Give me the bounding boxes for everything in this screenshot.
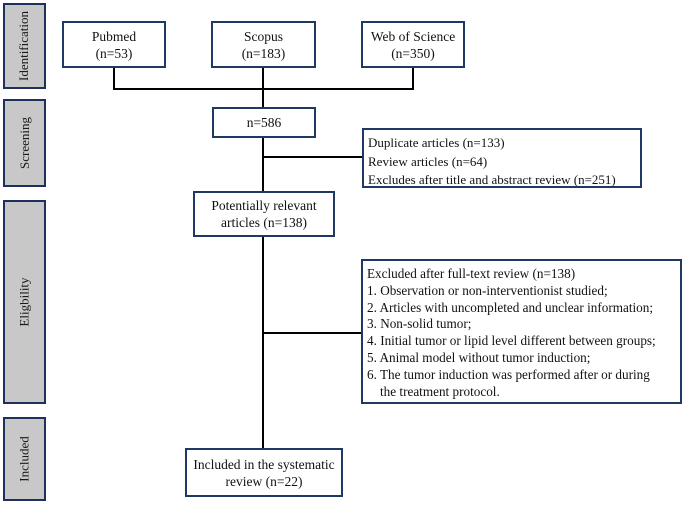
stage-screening-label: Screening — [16, 117, 32, 169]
fulltext-exclusion-item: 4. Initial tumor or lipid level differen… — [367, 333, 656, 349]
included-line1: Included in the systematic — [193, 456, 335, 472]
potentially-relevant-line2: articles (n=138) — [221, 215, 307, 230]
included-line2: review (n=22) — [225, 473, 303, 489]
combined-total-box: n=586 — [212, 107, 316, 138]
source-pubmed-name: Pubmed — [91, 28, 137, 44]
fulltext-exclusion-item: 1. Observation or non-interventionist st… — [367, 282, 608, 298]
stage-screening: Screening — [3, 99, 46, 187]
fulltext-exclusions-title: Excluded after full-text review (n=138) — [367, 266, 576, 281]
stage-identification-label: Identification — [16, 10, 32, 82]
stage-eligibility-label: Eligbility — [16, 277, 32, 327]
potentially-relevant-box: Potentially relevant articles (n=138) — [193, 191, 335, 237]
fulltext-exclusion-item: 2. Articles with uncompleted and unclear… — [367, 299, 654, 315]
source-wos-count: (n=350) — [391, 45, 435, 61]
source-scopus-name: Scopus — [243, 28, 283, 44]
source-box-web-of-science: Web of Science (n=350) — [361, 21, 465, 68]
source-box-scopus: Scopus (n=183) — [211, 21, 316, 68]
fulltext-exclusion-item: 6. The tumor induction was performed aft… — [367, 366, 650, 382]
fulltext-exclusion-item: 5. Animal model without tumor induction; — [367, 349, 591, 365]
potentially-relevant-line1: Potentially relevant — [211, 198, 317, 213]
source-scopus-count: (n=183) — [241, 45, 286, 61]
connector-wos-down — [412, 68, 414, 90]
stage-eligibility: Eligbility — [3, 200, 46, 404]
screening-exclusions-box: Duplicate articles (n=133) Review articl… — [362, 128, 642, 188]
connector-pubmed-down — [113, 68, 115, 90]
fulltext-exclusion-item: 3. Non-solid tumor; — [367, 316, 472, 332]
screening-exclusion-line: Excludes after title and abstract review… — [368, 172, 616, 187]
connector-branch-screening-exclusions — [262, 156, 362, 158]
connector-branch-fulltext-exclusions — [262, 332, 361, 334]
fulltext-exclusion-item-continuation: the treatment protocol. — [380, 383, 500, 399]
stage-included: Included — [3, 417, 46, 501]
source-box-pubmed: Pubmed (n=53) — [62, 21, 166, 68]
source-wos-name: Web of Science — [370, 28, 456, 44]
connector-relevant-to-included — [262, 237, 264, 448]
stage-included-label: Included — [16, 436, 32, 482]
source-pubmed-count: (n=53) — [95, 45, 133, 61]
fulltext-exclusions-box: Excluded after full-text review (n=138) … — [361, 259, 682, 404]
stage-identification: Identification — [3, 3, 46, 89]
connector-scopus-to-total — [262, 68, 264, 107]
included-box: Included in the systematic review (n=22) — [185, 448, 343, 497]
connector-total-to-relevant — [262, 138, 264, 191]
screening-exclusion-line: Review articles (n=64) — [368, 153, 488, 169]
screening-exclusion-line: Duplicate articles (n=133) — [368, 135, 505, 150]
combined-total-label: n=586 — [246, 115, 282, 130]
